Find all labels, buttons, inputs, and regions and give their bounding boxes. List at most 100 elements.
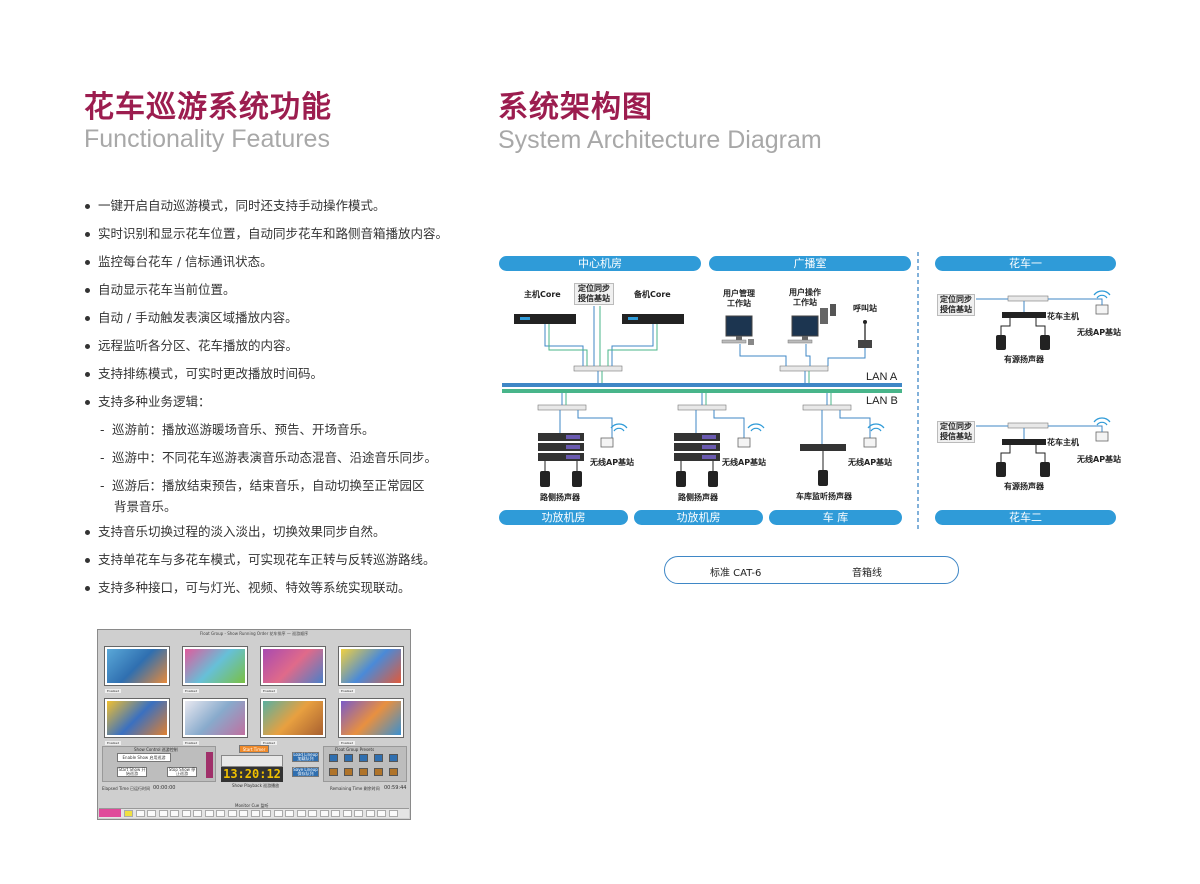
wifi-ap-device	[737, 437, 751, 448]
cue-cell[interactable]	[158, 810, 168, 817]
roadside-speaker	[708, 471, 718, 487]
cue-cell[interactable]	[124, 810, 133, 817]
garage-amplifier	[800, 444, 846, 451]
cue-cell[interactable]	[308, 810, 317, 817]
feature-item: 监控每台花车 / 信标通讯状态。	[84, 248, 474, 276]
cue-cell[interactable]	[354, 810, 363, 817]
wifi-icon	[610, 290, 1111, 432]
feature-item: 支持多种业务逻辑：	[84, 388, 474, 416]
stop-show-button[interactable]: Stop Show 停止巡游	[167, 767, 197, 777]
main-core-label: 主机Core	[524, 290, 561, 299]
diagram-subtitle: System Architecture Diagram	[498, 126, 822, 154]
feature-list: 一键开启自动巡游模式，同时还支持手动操作模式。 实时识别和显示花车位置，自动同步…	[84, 192, 474, 602]
show-clock: 13:20:12	[221, 767, 283, 782]
network-switch	[537, 404, 587, 411]
garage-speaker-label: 车库监听扬声器	[796, 492, 852, 501]
preset-button[interactable]	[374, 768, 383, 776]
cue-cell[interactable]	[135, 810, 145, 817]
preset-button[interactable]	[374, 754, 383, 762]
active-speaker	[1040, 335, 1050, 350]
monitor-toggle[interactable]	[99, 809, 121, 817]
cue-cell[interactable]	[181, 810, 191, 817]
load-lineup-button[interactable]: Load Lineup 加载队列	[292, 752, 319, 762]
wifi-ap-device	[600, 437, 614, 448]
preset-button[interactable]	[344, 768, 353, 776]
feature-item: 自动显示花车当前位置。	[84, 276, 474, 304]
preset-button[interactable]	[329, 768, 338, 776]
lan-a-bus	[502, 383, 902, 387]
cue-cell[interactable]	[319, 810, 329, 817]
preset-button[interactable]	[359, 768, 368, 776]
sub-feature-continuation: 背景音乐。	[114, 499, 177, 514]
cue-cell[interactable]	[170, 810, 179, 817]
cue-cell[interactable]	[285, 810, 294, 817]
cue-cell[interactable]	[365, 810, 375, 817]
feature-item: 支持排练模式，可实时更改播放时间码。	[84, 360, 474, 388]
cue-cell[interactable]	[331, 810, 340, 817]
legend-cat6: 标准 CAT-6	[710, 568, 762, 579]
timer-display-top	[221, 755, 283, 767]
preset-button[interactable]	[344, 754, 353, 762]
garage-speaker	[818, 470, 828, 486]
amplifier-rack	[538, 433, 584, 461]
float1-positioning-label: 定位同步授信基站	[937, 294, 975, 316]
monitor-label: Monitor Cue 监听	[235, 803, 269, 808]
enable-show-button[interactable]: Enable Show 启用巡游	[117, 753, 171, 762]
cue-cell[interactable]	[388, 810, 398, 817]
cue-cell[interactable]	[262, 810, 271, 817]
lan-b-bus	[502, 389, 902, 393]
feature-item: 实时识别和显示花车位置，自动同步花车和路侧音箱播放内容。	[84, 220, 474, 248]
cue-cell[interactable]	[216, 810, 225, 817]
elapsed-value: 00:00:00	[153, 785, 176, 791]
float2-host-label: 花车主机	[1047, 438, 1079, 447]
zone-garage: 车 库	[769, 510, 902, 525]
start-show-button[interactable]: Start Show 开始巡游	[117, 767, 147, 777]
float-thumbnail[interactable]: Enabled	[104, 698, 170, 745]
legend-speaker-cable: 音箱线	[852, 568, 882, 579]
zone-float-two: 花车二	[935, 510, 1116, 525]
cue-cell[interactable]	[147, 810, 156, 817]
float-switch	[1007, 295, 1049, 302]
float1-speaker-label: 有源扬声器	[1004, 355, 1044, 364]
cue-cell[interactable]	[204, 810, 214, 817]
cue-cell[interactable]	[227, 810, 237, 817]
roadside-speaker	[540, 471, 550, 487]
cue-cell[interactable]	[193, 810, 202, 817]
float2-wifi-label: 无线AP基站	[1077, 455, 1122, 464]
cue-cell[interactable]	[296, 810, 306, 817]
cue-cell[interactable]	[239, 810, 248, 817]
roadside-speaker	[572, 471, 582, 487]
cue-cell[interactable]	[250, 810, 260, 817]
wifi-ap-device	[863, 437, 877, 448]
cue-cell[interactable]	[273, 810, 283, 817]
cue-cell[interactable]	[377, 810, 386, 817]
main-core-device	[514, 314, 576, 324]
float-thumbnail[interactable]: Enabled	[338, 698, 404, 745]
float-thumbnail[interactable]: Enabled	[182, 698, 248, 745]
start-timer-button[interactable]: Start Timer	[239, 745, 269, 753]
float-thumbnail[interactable]: Enabled	[260, 698, 326, 745]
float-thumbnail[interactable]: Enabled	[338, 646, 404, 693]
roadside-speaker	[676, 471, 686, 487]
level-meter	[206, 752, 213, 778]
save-lineup-button[interactable]: Save Lineup 保存队列	[292, 767, 319, 777]
user-admin-label: 用户管理工作站	[723, 289, 755, 308]
cue-cell[interactable]	[342, 810, 352, 817]
float-host-device	[1002, 439, 1046, 445]
preset-button[interactable]	[329, 754, 338, 762]
wifi-ap-label: 无线AP基站	[722, 458, 767, 467]
float-thumbnail[interactable]: Enabled	[260, 646, 326, 693]
float-thumbnail[interactable]: Enabled	[182, 646, 248, 693]
preset-button[interactable]	[359, 754, 368, 762]
screenshot-title: Float Group - Show Running Order 花车排序 — …	[199, 631, 309, 636]
preset-button[interactable]	[389, 768, 398, 776]
float2-speaker-label: 有源扬声器	[1004, 482, 1044, 491]
float-thumbnail[interactable]: Enabled	[104, 646, 170, 693]
network-switch	[677, 404, 727, 411]
user-operator-workstation	[787, 304, 836, 344]
sub-feature-item: -巡游前：播放巡游暖场音乐、预告、开场音乐。	[100, 422, 375, 437]
diagram-title: 系统架构图	[498, 90, 653, 125]
float-switch	[1007, 422, 1049, 429]
preset-button[interactable]	[389, 754, 398, 762]
